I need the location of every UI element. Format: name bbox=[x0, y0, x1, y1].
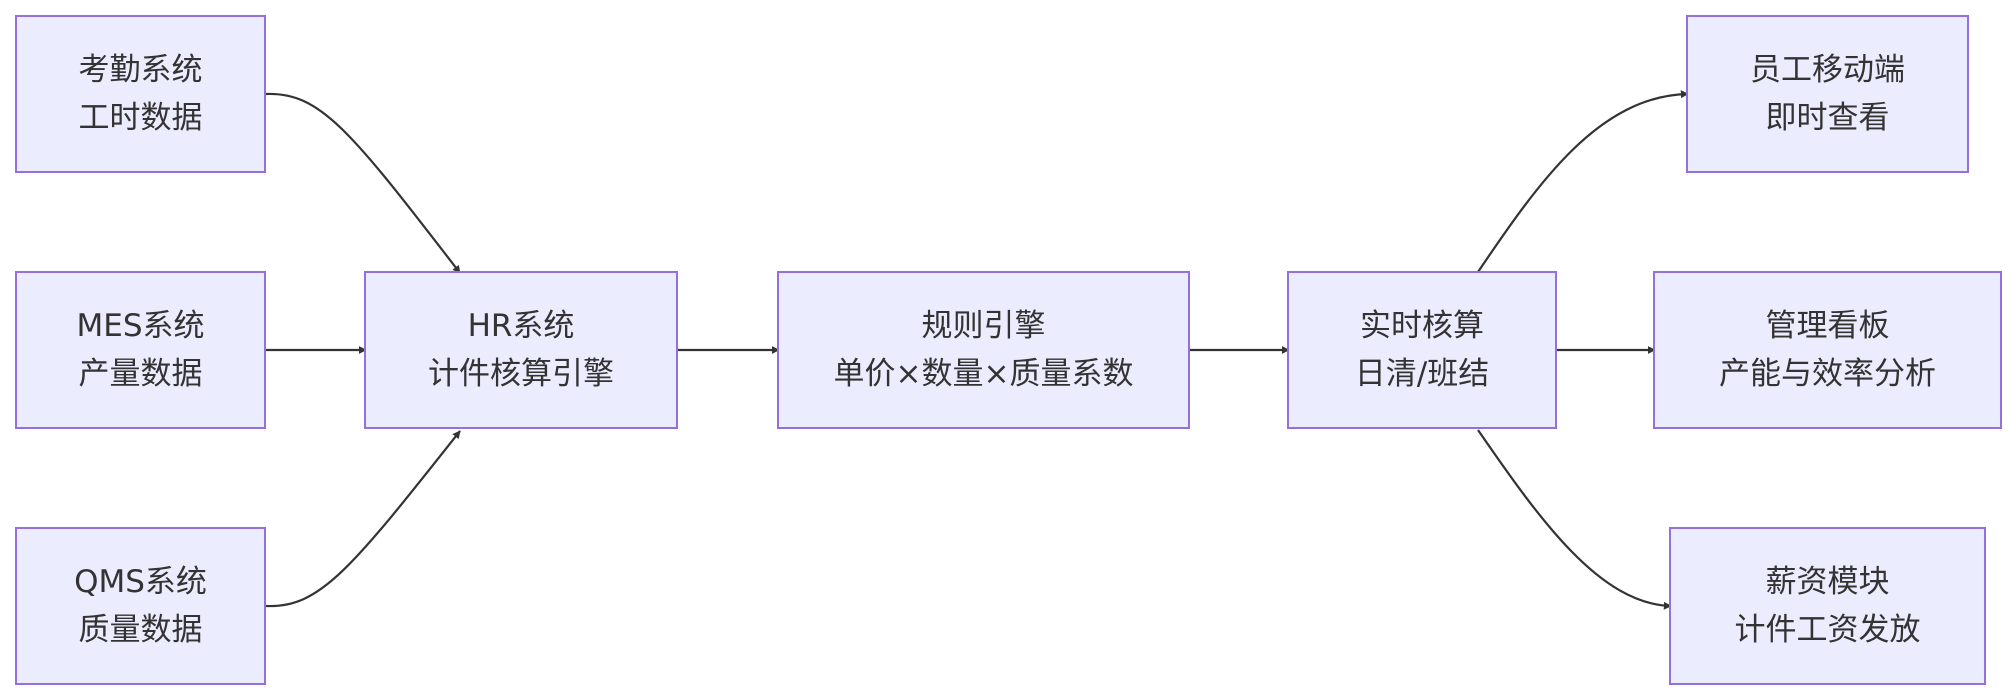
node-realtime-title: 实时核算 bbox=[1360, 308, 1484, 344]
node-payroll-module: 薪资模块 计件工资发放 bbox=[1669, 527, 1986, 685]
node-attendance-subtitle: 工时数据 bbox=[78, 100, 203, 136]
node-hr-title: HR系统 bbox=[467, 308, 575, 344]
node-qms-subtitle: 质量数据 bbox=[78, 612, 203, 648]
node-payroll-subtitle: 计件工资发放 bbox=[1734, 612, 1921, 648]
node-qms-system: QMS系统 质量数据 bbox=[15, 527, 266, 685]
node-realtime-subtitle: 日清/班结 bbox=[1354, 356, 1490, 392]
node-payroll-title: 薪资模块 bbox=[1765, 564, 1890, 600]
node-hr-system: HR系统 计件核算引擎 bbox=[364, 271, 678, 429]
node-dashboard-title: 管理看板 bbox=[1765, 308, 1890, 344]
node-employee-mobile: 员工移动端 即时查看 bbox=[1686, 15, 1969, 173]
node-rules-engine: 规则引擎 单价×数量×质量系数 bbox=[777, 271, 1190, 429]
node-rules-title: 规则引擎 bbox=[921, 308, 1046, 344]
node-qms-title: QMS系统 bbox=[74, 564, 207, 600]
edge-attendance-to-hr bbox=[265, 92, 461, 274]
node-mes-system: MES系统 产量数据 bbox=[15, 271, 266, 429]
node-realtime-accounting: 实时核算 日清/班结 bbox=[1287, 271, 1557, 429]
edge-qms-to-hr bbox=[265, 430, 461, 608]
node-attendance-title: 考勤系统 bbox=[78, 52, 203, 88]
node-attendance-system: 考勤系统 工时数据 bbox=[15, 15, 266, 173]
node-mobile-title: 员工移动端 bbox=[1750, 52, 1905, 88]
node-mes-subtitle: 产量数据 bbox=[78, 356, 203, 392]
node-hr-subtitle: 计件核算引擎 bbox=[428, 356, 614, 392]
node-management-dashboard: 管理看板 产能与效率分析 bbox=[1653, 271, 2002, 429]
node-mes-title: MES系统 bbox=[76, 308, 205, 344]
node-mobile-subtitle: 即时查看 bbox=[1765, 100, 1890, 136]
edge-realtime-to-payroll bbox=[1477, 429, 1672, 610]
edge-realtime-to-mobile bbox=[1477, 90, 1689, 273]
node-rules-formula: 单价×数量×质量系数 bbox=[833, 356, 1134, 392]
node-dashboard-subtitle: 产能与效率分析 bbox=[1719, 356, 1936, 392]
